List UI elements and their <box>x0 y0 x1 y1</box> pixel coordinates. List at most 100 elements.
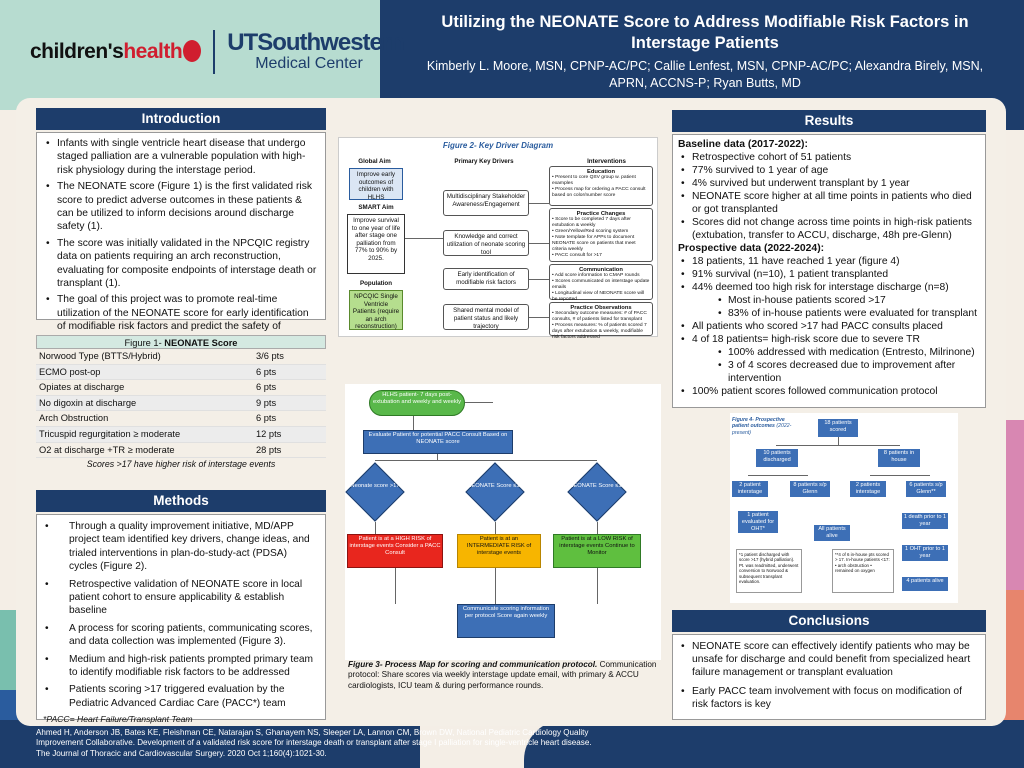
outcome-node: 1 OHT prior to 1 year <box>902 545 948 561</box>
table-cell: 6 pts <box>256 413 277 424</box>
table-footer: Scores >17 have higher risk of interstag… <box>86 459 276 470</box>
intervention-line: • PACC consult for >17 <box>552 253 602 258</box>
intervention-title: Practice Observations <box>570 305 632 311</box>
low-risk-node: Patient is at a LOW RISK of interstage e… <box>553 534 641 568</box>
table-row: ECMO post-op 6 pts <box>36 364 326 381</box>
decision-node: NEONATE Score ≤12 <box>567 462 627 522</box>
outcome-node: 8 patients in house <box>878 449 920 467</box>
poster-title: Utilizing the NEONATE Score to Address M… <box>441 13 969 52</box>
connector-line <box>405 238 443 239</box>
results-sub-bullet: Most in-house patients scored >17 <box>678 294 980 307</box>
logo-text: health <box>123 40 183 63</box>
table-cell: ECMO post-op <box>39 366 101 377</box>
communicate-node: Communicate scoring information per prot… <box>457 604 555 638</box>
intervention-line: • Add score information to CMAP rounds <box>552 273 640 278</box>
table-row: Arch Obstruction 6 pts <box>36 411 326 427</box>
intervention-line: • Note template for APPs to document NEO… <box>552 235 636 252</box>
intervention-box: Communication • Add score information to… <box>549 264 653 302</box>
start-node: HLHS patient- 7 days post-extubation and… <box>369 390 465 416</box>
results-bullet: Retrospective cohort of 51 patients <box>678 151 980 164</box>
outcome-node: 1 patient evaluated for OHT* <box>738 511 778 533</box>
population-label: Population <box>360 280 392 287</box>
intro-bullet: The score was initially validated in the… <box>43 237 319 291</box>
table-cell: O2 at discharge +TR ≥ moderate <box>39 444 175 455</box>
bg-navy-shape <box>524 720 1024 768</box>
results-heading: Results <box>672 110 986 132</box>
decision-node: NEONATE Score ≤12 <box>465 462 525 522</box>
table-cell: Tricuspid regurgitation ≥ moderate <box>39 428 181 439</box>
poster-authors: Kimberly L. Moore, MSN, CPNP-AC/PC; Call… <box>426 59 984 90</box>
introduction-heading: Introduction <box>36 108 326 130</box>
results-sub-bullet: 3 of 4 scores decreased due to improveme… <box>678 359 980 385</box>
conclusion-bullet: Early PACC team involvement with focus o… <box>678 685 980 711</box>
connector-line <box>597 568 598 604</box>
results-bullet: 18 patients, 11 have reached 1 year (fig… <box>678 255 980 268</box>
intervention-title: Education <box>586 169 616 175</box>
intervention-box: Education • Present to core QSV group w.… <box>549 166 653 206</box>
connector-line <box>465 402 493 403</box>
connector-line <box>529 279 549 280</box>
smart-aim-box: Improve survival to one year of life aft… <box>347 214 405 274</box>
results-bullet: 4 of 18 patients= high-risk score due to… <box>678 333 980 346</box>
connector-line <box>597 522 598 534</box>
table-cell: 6 pts <box>256 366 277 377</box>
methods-bullet: Through a quality improvement initiative… <box>43 520 317 574</box>
logo-divider <box>213 30 216 74</box>
decision-label: NEONATE Score ≤12 <box>569 483 625 489</box>
prospective-heading: Prospective data (2022-2024): <box>678 243 825 254</box>
decision-label: Neonate score >17 <box>350 483 400 489</box>
intervention-box: Practice Observations • Secondary outcom… <box>549 302 653 340</box>
methods-bullet: Retrospective validation of NEONATE scor… <box>43 578 317 618</box>
table-cell: 9 pts <box>256 397 277 408</box>
methods-footnote: *PACC= Heart Failure/Transplant Team <box>43 714 193 725</box>
connector-line <box>375 460 597 461</box>
smart-aim-label: SMART Aim <box>358 204 394 211</box>
reference-citation: Ahmed H, Anderson JB, Bates KE, Fleishma… <box>36 728 592 758</box>
figure-3-caption: Figure 3- Process Map for scoring and co… <box>348 660 658 691</box>
key-driver-box: Shared mental model of patient status an… <box>443 304 529 330</box>
connector-line <box>413 416 414 430</box>
connector-line <box>495 568 496 604</box>
intervention-line: • Scores communicated on interstage upda… <box>552 279 650 290</box>
key-driver-diagram: Figure 2- Key Driver Diagram Global Aim … <box>338 137 658 340</box>
table-cell: 3/6 pts <box>256 351 284 361</box>
connector-line <box>776 445 900 446</box>
methods-heading: Methods <box>36 490 326 512</box>
table-cell: Arch Obstruction <box>39 413 109 424</box>
figure-4-title-sub: (2022-present) <box>732 423 792 436</box>
methods-bullet: Medium and high-risk patients prompted p… <box>43 653 317 680</box>
key-driver-box: Knowledge and correct utilization of neo… <box>443 230 529 256</box>
balloon-icon <box>183 40 202 62</box>
intervention-line: • Score to be completed 7 days after ext… <box>552 217 631 228</box>
key-driver-box: Early identification of modifiable risk … <box>443 268 529 290</box>
results-bullet: Scores did not change across time points… <box>678 216 980 242</box>
logo-text: children's <box>30 40 124 63</box>
connector-line <box>375 522 376 534</box>
conclusions-box: NEONATE score can effectively identify p… <box>672 634 986 720</box>
outcome-node: All patients alive <box>814 525 850 541</box>
key-driver-box: Multidisciplinary Stakeholder Awareness/… <box>443 190 529 216</box>
results-bullet: 44% deemed too high risk for interstage … <box>678 281 980 294</box>
results-bullet: 77% survived to 1 year of age <box>678 164 980 177</box>
connector-line <box>529 203 549 204</box>
table-cell: No digoxin at discharge <box>39 397 137 408</box>
intro-bullet: Infants with single ventricle heart dise… <box>43 137 319 177</box>
patient-outcomes-tree: Figure 4- Prospective patient outcomes (… <box>730 413 958 603</box>
results-sub-bullet: 100% addressed with medication (Entresto… <box>678 346 980 359</box>
figure-3-caption-text: Communication protocol: Share scores via… <box>348 660 657 690</box>
conclusions-heading: Conclusions <box>672 610 986 632</box>
population-box: NPCQIC Single Ventricle Patients (requir… <box>349 290 403 330</box>
methods-bullet: Patients scoring >17 triggered evaluatio… <box>43 683 317 710</box>
results-bullet: 100% patient scores followed communicati… <box>678 385 980 398</box>
outcome-node: 4 patients alive <box>902 577 948 591</box>
connector-line <box>529 317 549 318</box>
outcome-note: *1 patient discharged with score >17 (hy… <box>736 549 802 593</box>
decision-node: Neonate score >17 <box>345 462 405 522</box>
outcome-note: **4 of 6 in-house pts scored > 17. In-ho… <box>832 549 894 593</box>
intervention-box: Practice Changes • Score to be completed… <box>549 208 653 262</box>
connector-line <box>870 475 930 476</box>
table-cell: Opiates at discharge <box>39 382 125 393</box>
bg-navy-shape <box>0 720 420 768</box>
